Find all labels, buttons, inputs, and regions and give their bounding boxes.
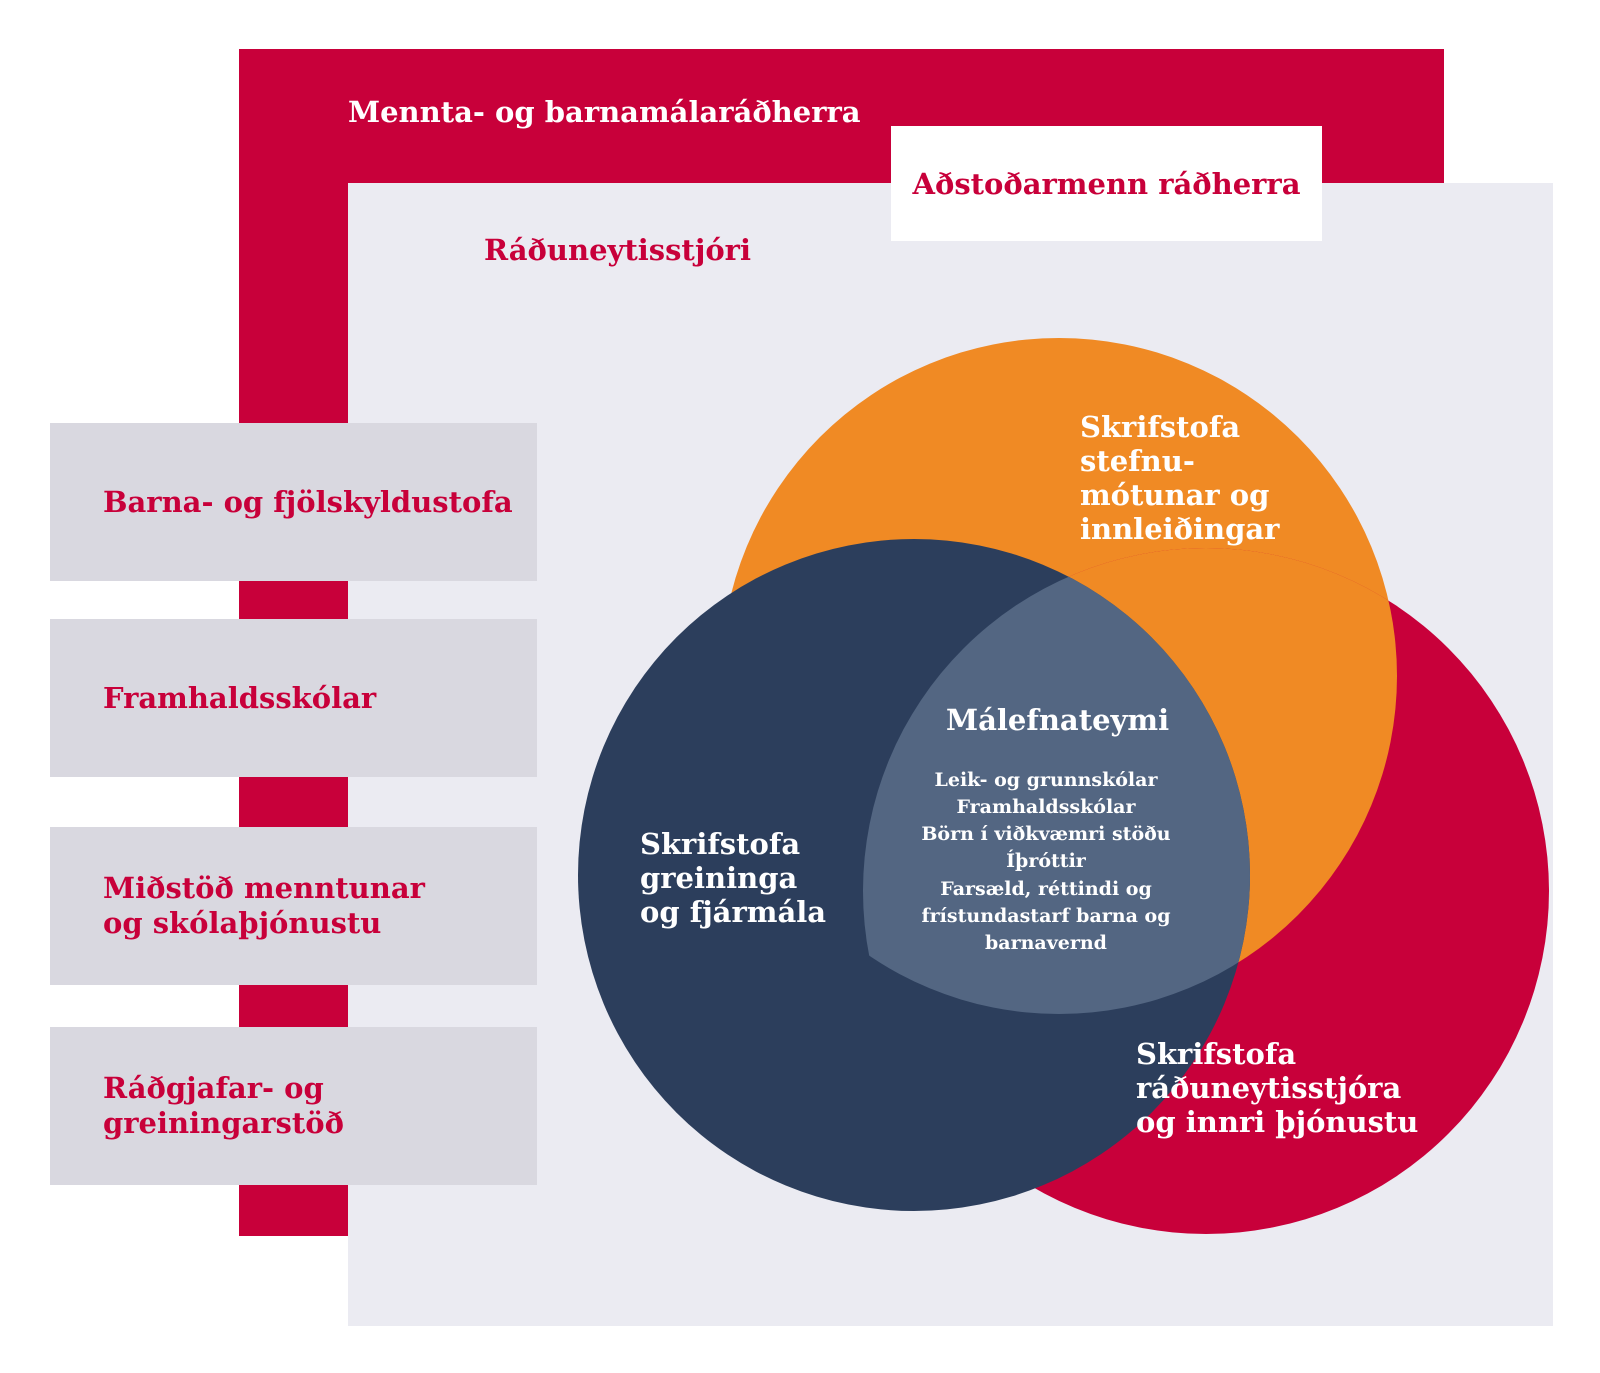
office-policy-label: Skrifstofa stefnu- mótunar og innleiðing…: [1080, 410, 1280, 546]
policy-team-item: Leik- og grunnskólar: [934, 769, 1158, 791]
office-secretary-internal-label: Skrifstofa ráðuneytisstjóra og innri þjó…: [1136, 1037, 1419, 1139]
agency-label: Ráðgjafar- og greiningarstöð: [103, 1071, 344, 1140]
policy-team-item: Börn í viðkvæmri stöðu: [921, 823, 1171, 845]
agency-label: Miðstöð menntunar og skólaþjónustu: [103, 871, 425, 940]
policy-team-item: Íþróttir: [1006, 850, 1086, 872]
policy-teams-title: Málefnateymi: [946, 703, 1170, 737]
policy-team-item: barnavernd: [985, 932, 1107, 954]
agency-label: Framhaldsskólar: [103, 680, 377, 715]
minister-label: Mennta- og barnamálaráðherra: [348, 95, 861, 129]
agency-box-education-centre: Miðstöð menntunar og skólaþjónustu: [50, 827, 537, 985]
policy-team-item: frístundastarf barna og: [921, 905, 1171, 927]
centre-overlap: [863, 548, 1250, 1014]
agency-box-family: Barna- og fjölskyldustofa: [50, 423, 537, 581]
agency-box-counselling-centre: Ráðgjafar- og greiningarstöð: [50, 1027, 537, 1185]
policy-team-item: Framhaldsskólar: [956, 796, 1136, 818]
assistants-box: Aðstoðarmenn ráðherra: [891, 126, 1322, 241]
agency-box-upper-secondary: Framhaldsskólar: [50, 619, 537, 777]
agency-label: Barna- og fjölskyldustofa: [103, 484, 513, 519]
assistants-label: Aðstoðarmenn ráðherra: [912, 166, 1301, 201]
office-analysis-finance-label: Skrifstofa greininga og fjármála: [640, 827, 827, 929]
permanent-secretary-label: Ráðuneytisstjóri: [484, 233, 751, 267]
policy-team-item: Farsæld, réttindi og: [940, 878, 1152, 900]
